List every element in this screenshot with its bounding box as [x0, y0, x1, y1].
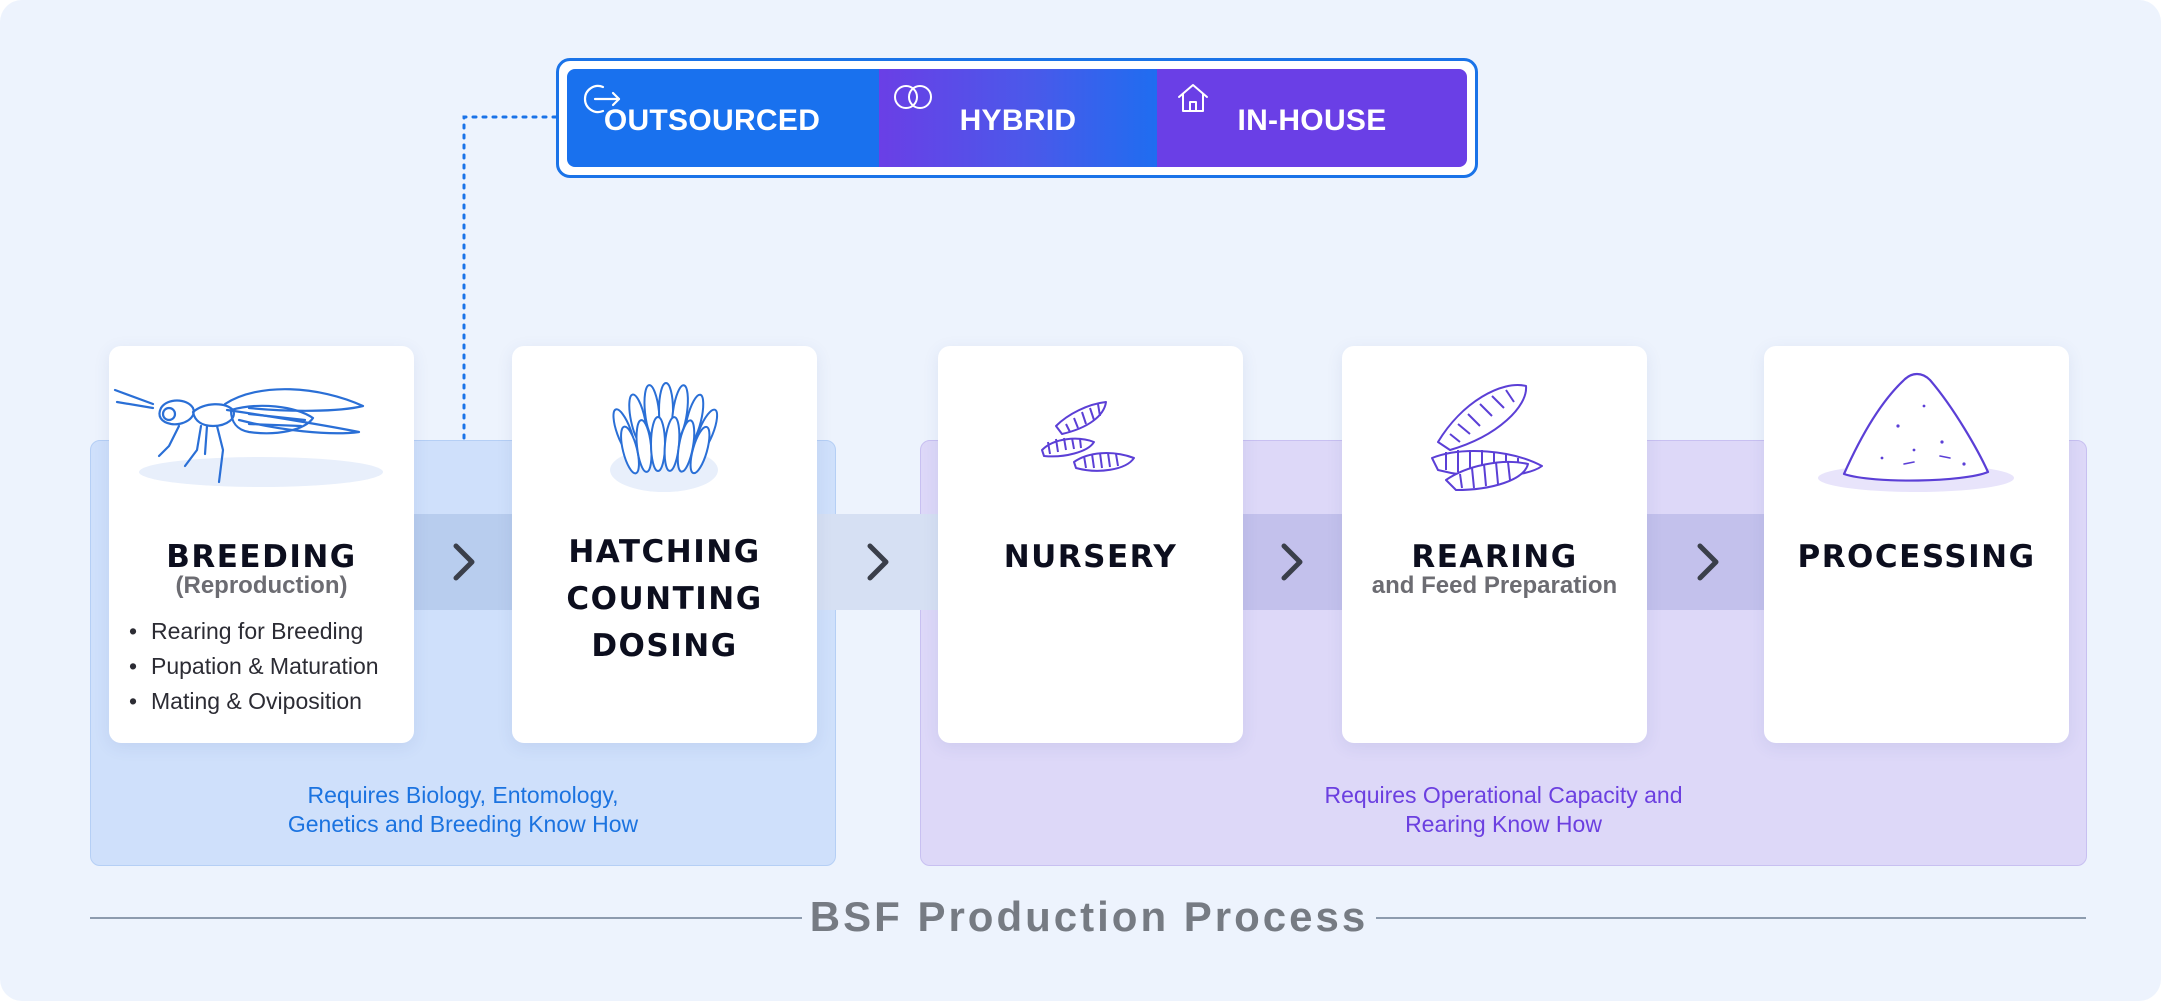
- hybrid-label: HYBRID: [959, 104, 1077, 137]
- breeding-title: BREEDING: [166, 539, 357, 575]
- list-item: Rearing for Breeding: [127, 614, 379, 649]
- breeding-activity-list: Rearing for Breeding Pupation & Maturati…: [127, 614, 379, 719]
- rearing-title: REARING: [1411, 539, 1578, 575]
- breeding-subtitle: (Reproduction): [175, 572, 348, 599]
- rearing-subtitle: and Feed Preparation: [1371, 572, 1618, 599]
- rearing-step-card: REARING and Feed Preparation: [1342, 346, 1647, 743]
- operations-requirement-note: Requires Operational Capacity and Rearin…: [1324, 782, 1683, 837]
- diagram-caption: BSF Production Process: [809, 893, 1369, 940]
- chevron-right-icon: [1281, 543, 1303, 581]
- nursery-title: NURSERY: [1003, 539, 1178, 575]
- chevron-right-icon: [1697, 543, 1719, 581]
- nursery-step-card: NURSERY: [938, 346, 1243, 743]
- footer-divider: [1376, 917, 2086, 919]
- hatching-title: HATCHING COUNTING DOSING: [566, 534, 763, 664]
- outsourced-option[interactable]: OUTSOURCED: [567, 69, 879, 167]
- breeding-step-card: BREEDING (Reproduction) Rearing for Bree…: [109, 346, 414, 743]
- house-icon: [1178, 84, 1208, 112]
- egg-cluster-icon: [610, 382, 719, 492]
- outsource-arrow-icon: [583, 84, 621, 114]
- chevron-right-icon: [453, 543, 475, 581]
- flow-band: [1242, 514, 1344, 610]
- flow-band: [816, 514, 940, 610]
- chevron-right-icon: [867, 543, 889, 581]
- processing-title: PROCESSING: [1797, 539, 2036, 575]
- footer-divider: [90, 917, 802, 919]
- powder-pile-icon: [1818, 372, 2014, 492]
- flow-band: [1646, 514, 1764, 610]
- in-house-option[interactable]: IN-HOUSE: [1157, 69, 1467, 167]
- overlapping-circles-icon: [894, 85, 932, 109]
- in-house-label: IN-HOUSE: [1237, 104, 1387, 137]
- list-item: Mating & Oviposition: [127, 684, 379, 719]
- hybrid-option[interactable]: HYBRID: [879, 69, 1157, 167]
- sourcing-model-options: OUTSOURCED HYBRID IN-HOUSE: [567, 69, 1467, 167]
- fly-icon: [113, 388, 383, 487]
- biology-requirement-note: Requires Biology, Entomology, Genetics a…: [287, 782, 639, 837]
- sourcing-model-selector: OUTSOURCED HYBRID IN-HOUSE: [556, 58, 1478, 178]
- larvae-icon: [1431, 384, 1543, 491]
- processing-step-card: PROCESSING: [1764, 346, 2069, 743]
- list-item: Pupation & Maturation: [127, 649, 379, 684]
- flow-band: [412, 514, 516, 610]
- hatching-step-card: HATCHING COUNTING DOSING: [512, 346, 817, 743]
- small-larvae-icon: [1041, 401, 1135, 472]
- outsourced-label: OUTSOURCED: [603, 104, 821, 137]
